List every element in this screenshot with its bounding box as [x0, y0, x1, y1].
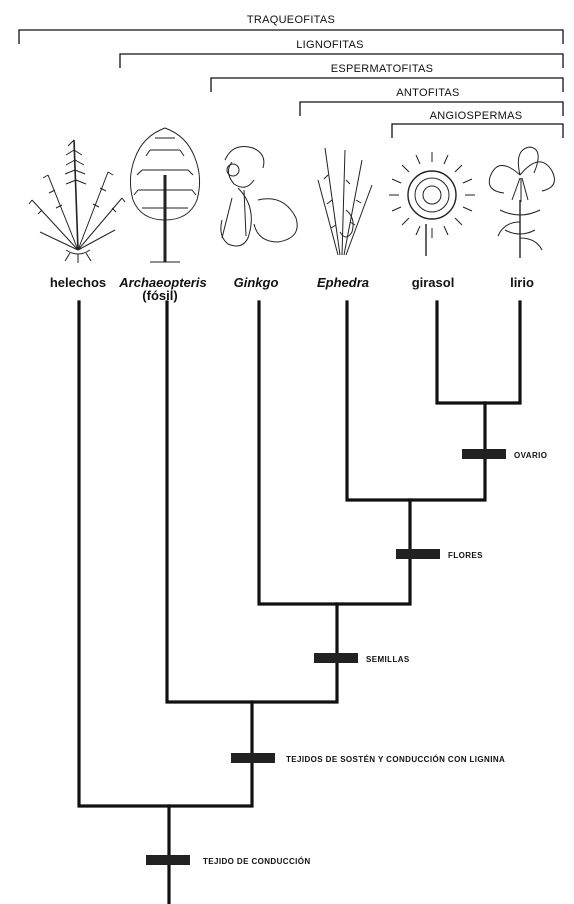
- group-label-traqueofitas: TRAQUEOFITAS: [247, 14, 335, 26]
- group-label-espermatofitas: ESPERMATOFITAS: [331, 63, 434, 75]
- group-label-antofitas: ANTOFITAS: [396, 87, 459, 99]
- lily-illustration: [489, 147, 554, 258]
- character-label-ovario: OVARIO: [514, 451, 547, 460]
- character-ovario: OVARIO: [462, 449, 547, 460]
- character-label-conduccion: TEJIDO DE CONDUCCIÓN: [203, 857, 311, 866]
- character-conduccion: TEJIDO DE CONDUCCIÓN: [146, 855, 311, 866]
- taxon-label-helechos: helechos: [50, 275, 106, 290]
- ephedra-illustration: [318, 148, 372, 255]
- bracket-traqueofitas: TRAQUEOFITAS: [19, 14, 563, 44]
- branch-angiosperm-clade: [437, 302, 520, 403]
- taxon-label-girasol: girasol: [412, 275, 455, 290]
- character-flores: FLORES: [396, 549, 483, 560]
- bracket-angiospermas: ANGIOSPERMAS: [392, 110, 563, 138]
- ginkgo-illustration: [221, 147, 297, 247]
- character-bar-flores: [396, 549, 440, 559]
- branch-antofitas-clade: [347, 302, 485, 500]
- character-lignina: TEJIDOS DE SOSTÉN Y CONDUCCIÓN CON LIGNI…: [231, 753, 505, 764]
- branch-espermatofitas-clade: [259, 302, 410, 604]
- character-bar-ovario: [462, 449, 506, 459]
- taxon-label-lirio: lirio: [510, 275, 534, 290]
- taxon-label-ephedra: Ephedra: [317, 275, 369, 290]
- character-bar-lignina: [231, 753, 275, 763]
- sunflower-illustration: [389, 152, 475, 256]
- taxon-label-ginkgo: Ginkgo: [234, 275, 279, 290]
- taxon-label-fosil: (fósil): [142, 288, 177, 303]
- character-bar-semillas: [314, 653, 358, 663]
- character-bar-conduccion: [146, 855, 190, 865]
- group-label-angiospermas: ANGIOSPERMAS: [430, 110, 523, 122]
- character-label-lignina: TEJIDOS DE SOSTÉN Y CONDUCCIÓN CON LIGNI…: [286, 755, 505, 764]
- branch-lignofitas-clade: [167, 302, 337, 702]
- character-semillas: SEMILLAS: [314, 653, 410, 664]
- tree-branches: [79, 302, 520, 904]
- character-label-semillas: SEMILLAS: [366, 655, 410, 664]
- bracket-espermatofitas: ESPERMATOFITAS: [211, 63, 563, 92]
- tree-illustration: [130, 128, 199, 262]
- fern-illustration: [29, 140, 125, 263]
- group-label-lignofitas: LIGNOFITAS: [296, 39, 364, 51]
- character-label-flores: FLORES: [448, 551, 483, 560]
